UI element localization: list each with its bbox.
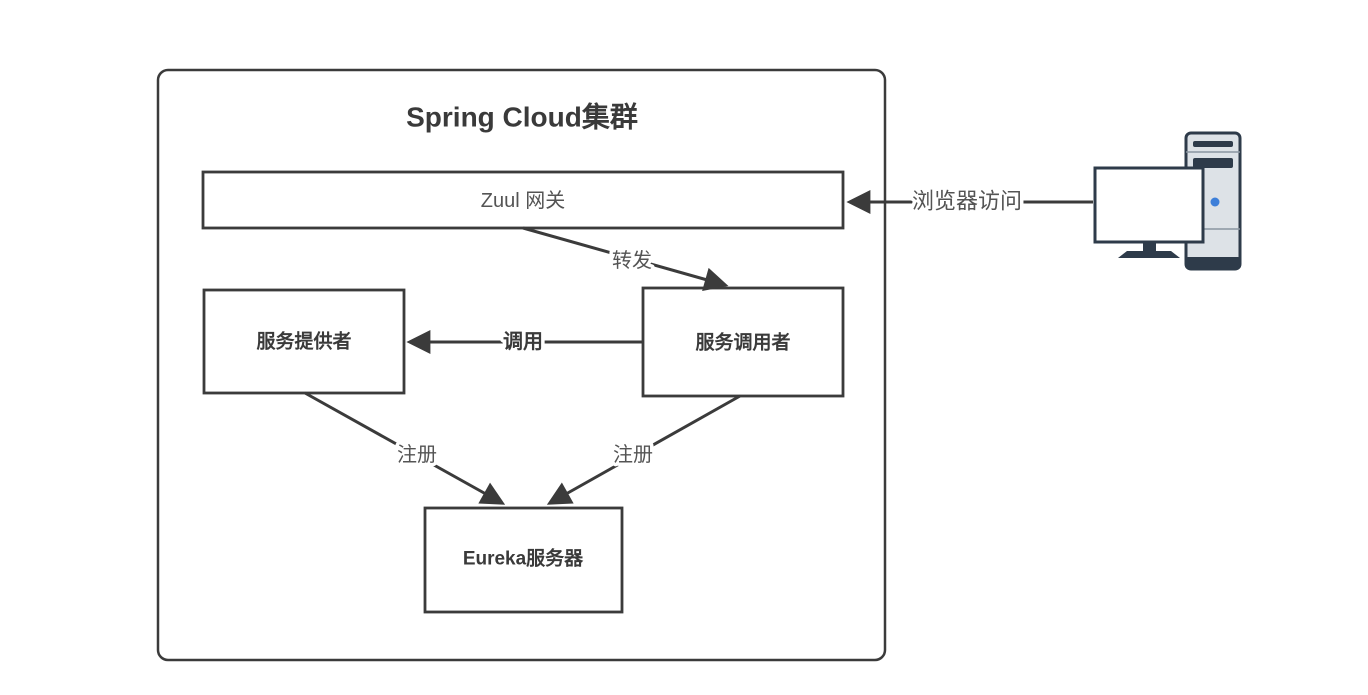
forward-arrow [522, 226, 729, 292]
service-consumer-box [641, 286, 845, 398]
forward-label: 转发 [612, 249, 652, 272]
register-left-arrow [304, 391, 506, 505]
register-left-label: 注册 [397, 443, 437, 466]
tower-base [1185, 257, 1241, 269]
eureka-server-box [423, 506, 624, 614]
register-right-arrow [546, 394, 741, 505]
node-service-consumer: 服务调用者 [641, 286, 845, 398]
browser-access-label: 浏览器访问 [912, 189, 1022, 214]
edge-register-right: 注册 [546, 394, 741, 505]
monitor-stand-base [1118, 251, 1180, 258]
edge-forward: 转发 [522, 226, 729, 292]
invoke-label: 调用 [503, 330, 543, 353]
zuul-gateway-label: Zuul 网关 [481, 189, 565, 212]
edge-browser-access: 浏览器访问 [846, 185, 1093, 217]
eureka-server-label: Eureka服务器 [463, 547, 584, 570]
cluster-title: Spring Cloud集群 [406, 102, 638, 133]
node-service-provider: 服务提供者 [202, 288, 406, 395]
register-right-label: 注册 [613, 443, 653, 466]
monitor-stand-neck [1143, 242, 1156, 253]
edge-invoke: 调用 [406, 327, 643, 357]
desktop-computer-icon [1093, 131, 1242, 271]
tower-power-light [1210, 197, 1220, 207]
service-consumer-label: 服务调用者 [695, 331, 790, 354]
tower-vent-slot [1193, 141, 1233, 147]
node-eureka-server: Eureka服务器 [423, 506, 624, 614]
monitor-screen [1093, 166, 1205, 244]
node-zuul-gateway: Zuul 网关 [201, 170, 845, 230]
edge-register-left: 注册 [304, 391, 506, 505]
tower-drive-bay [1193, 158, 1233, 168]
service-provider-box [202, 288, 406, 395]
service-provider-label: 服务提供者 [256, 330, 351, 353]
